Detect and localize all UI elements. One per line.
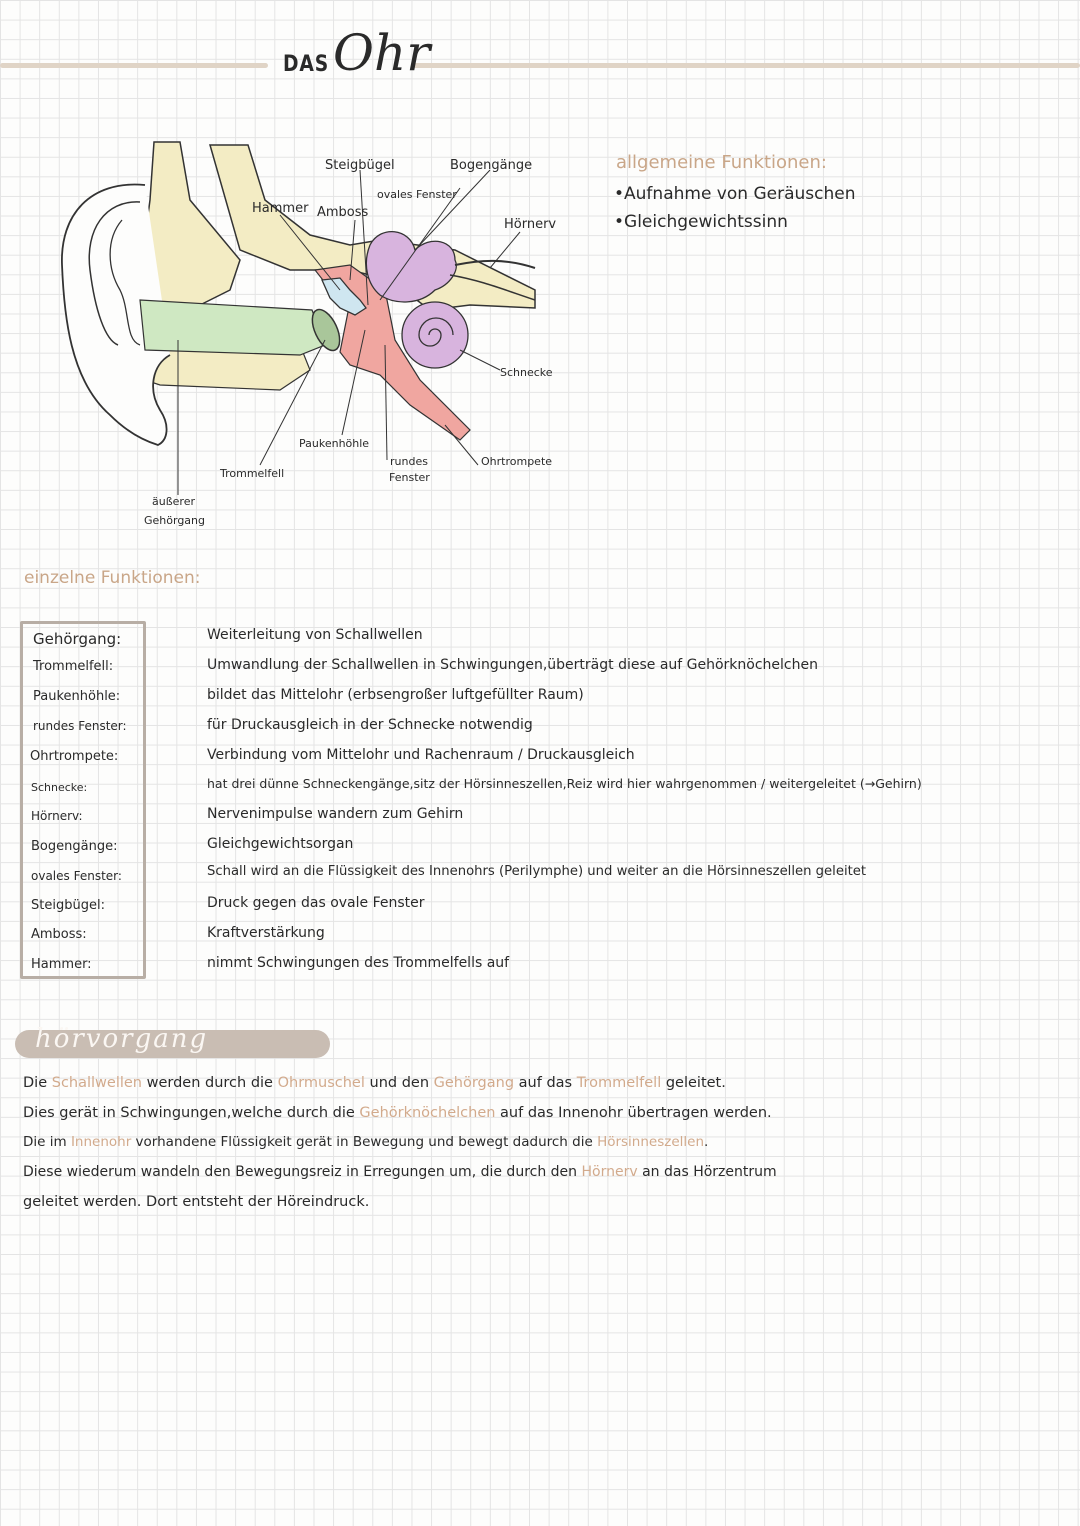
pointer-rundes-fenster	[384, 344, 388, 461]
hoervorgang-line: Dies gerät in Schwingungen,welche durch …	[23, 1105, 772, 1121]
desc-hammer: nimmt Schwingungen des Trommelfells auf	[207, 955, 510, 971]
general-function-item: •Gleichgewichtssinn	[614, 212, 788, 232]
paragraph-text: an das Hörzentrum	[637, 1164, 777, 1180]
cochlea-spiral	[418, 317, 454, 347]
hoervorgang-line: Die Schallwellen werden durch die Ohrmus…	[23, 1075, 726, 1091]
hoervorgang-line: Diese wiederum wandeln den Bewegungsreiz…	[23, 1164, 777, 1180]
highlighted-term: Ohrmuschel	[277, 1075, 365, 1091]
paragraph-text: auf das	[514, 1075, 577, 1091]
desc-ovales-fenster: Schall wird an die Flüssigkeit des Innen…	[207, 864, 867, 879]
label-bogengaenge: Bogengänge	[450, 158, 533, 173]
term-trommelfell: Trommelfell:	[33, 659, 114, 674]
general-functions-heading: allgemeine Funktionen:	[616, 152, 827, 173]
highlighted-term: Gehörknöchelchen	[359, 1105, 496, 1121]
highlighted-term: Hörsinneszellen	[597, 1134, 705, 1150]
term-hoernerv: Hörnerv:	[31, 809, 83, 823]
single-functions-heading: einzelne Funktionen:	[24, 568, 201, 588]
page-title: Ohr	[333, 24, 431, 82]
paragraph-text: Dies gerät in Schwingungen,welche durch …	[23, 1105, 360, 1121]
hoervorgang-heading-pill: hörvorgang	[15, 1024, 330, 1058]
terms-box: Gehörgang: Trommelfell: Paukenhöhle: run…	[20, 621, 146, 979]
pointer-bogengaenge	[414, 169, 491, 251]
title-prefix: DAS	[283, 52, 330, 77]
term-schnecke: Schnecke:	[31, 781, 88, 794]
desc-amboss: Kraftverstärkung	[207, 925, 325, 941]
highlighted-term: Hörnerv	[581, 1164, 638, 1180]
desc-ohrtrompete: Verbindung vom Mittelohr und Rachenraum …	[207, 747, 635, 763]
desc-hoernerv: Nervenimpulse wandern zum Gehirn	[207, 806, 464, 822]
desc-steigbuegel: Druck gegen das ovale Fenster	[207, 895, 425, 911]
pointer-amboss	[349, 219, 356, 281]
label-fenster: Fenster	[389, 471, 430, 484]
hoervorgang-line: Die im Innenohr vorhandene Flüssigkeit g…	[23, 1134, 708, 1150]
pointer-ohrtrompete	[444, 424, 479, 466]
label-ovales-fenster: ovales Fenster	[377, 188, 457, 201]
label-hoernerv: Hörnerv	[504, 217, 557, 232]
ossicles	[321, 277, 367, 316]
desc-gehoergang: Weiterleitung von Schallwellen	[207, 627, 423, 643]
title-line-left	[0, 63, 268, 68]
term-ohrtrompete: Ohrtrompete:	[30, 749, 119, 764]
semicircular-canals	[365, 230, 457, 303]
paragraph-text: Die	[23, 1075, 52, 1091]
paragraph-text: .	[704, 1134, 709, 1150]
pointer-paukenhoehle	[341, 329, 366, 436]
auditory-nerve	[454, 259, 536, 269]
label-amboss: Amboss	[317, 205, 369, 220]
paragraph-text: Diese wiederum wandeln den Bewegungsreiz…	[23, 1164, 582, 1180]
pointer-hoernerv	[489, 231, 521, 269]
label-gehoergang: Gehörgang	[144, 514, 205, 527]
hoervorgang-heading: hörvorgang	[35, 1024, 209, 1054]
term-paukenhoehle: Paukenhöhle:	[33, 689, 121, 704]
eardrum	[311, 308, 341, 352]
pointer-trommelfell	[259, 339, 326, 466]
paragraph-text: geleitet werden. Dort entsteht der Hörei…	[23, 1194, 370, 1210]
general-function-item: •Aufnahme von Geräuschen	[614, 184, 856, 204]
label-trommelfell: Trommelfell	[220, 467, 285, 480]
pointer-hammer	[279, 214, 341, 291]
pointer-steigbuegel	[359, 169, 369, 306]
term-hammer: Hammer:	[31, 957, 92, 972]
desc-bogengaenge: Gleichgewichtsorgan	[207, 836, 354, 852]
term-gehoergang: Gehörgang:	[33, 630, 122, 648]
label-steigbuegel: Steigbügel	[325, 158, 395, 173]
term-bogengaenge: Bogengänge:	[31, 839, 118, 854]
paragraph-text: werden durch die	[142, 1075, 278, 1091]
auditory-nerve-lower	[449, 274, 536, 301]
highlighted-term: Trommelfell	[576, 1075, 662, 1091]
term-steigbuegel: Steigbügel:	[31, 898, 105, 913]
label-paukenhoehle: Paukenhöhle	[299, 437, 370, 450]
highlighted-term: Schallwellen	[51, 1075, 142, 1091]
term-ovales-fenster: ovales Fenster:	[31, 869, 122, 883]
paragraph-text: auf das Innenohr übertragen werden.	[495, 1105, 772, 1121]
highlighted-term: Innenohr	[70, 1134, 132, 1150]
pinna-fold	[109, 219, 141, 346]
title-line-right	[412, 63, 1080, 68]
label-ohrtrompete: Ohrtrompete	[481, 455, 553, 468]
highlighted-term: Gehörgang	[433, 1075, 515, 1091]
desc-schnecke: hat drei dünne Schneckengänge,sitz der H…	[207, 776, 922, 791]
desc-rundes-fenster: für Druckausgleich in der Schnecke notwe…	[207, 717, 533, 733]
ear-canal	[139, 299, 326, 356]
desc-trommelfell: Umwandlung der Schallwellen in Schwingun…	[207, 657, 818, 673]
desc-paukenhoehle: bildet das Mittelohr (erbsengroßer luftg…	[207, 687, 584, 703]
label-schnecke: Schnecke	[500, 366, 553, 379]
ear-diagram	[61, 141, 536, 495]
label-aeusserer: äußerer	[152, 495, 195, 508]
term-amboss: Amboss:	[31, 927, 87, 942]
term-rundes-fenster: rundes Fenster:	[33, 719, 127, 733]
paragraph-text: geleitet.	[661, 1075, 726, 1091]
label-hammer: Hammer	[252, 201, 309, 216]
cochlea	[401, 301, 469, 369]
pinna-inner	[88, 201, 141, 346]
paragraph-text: Die im	[23, 1134, 71, 1150]
paragraph-text: und den	[364, 1075, 434, 1091]
pointer-schnecke	[459, 349, 501, 371]
hoervorgang-line: geleitet werden. Dort entsteht der Hörei…	[23, 1194, 369, 1210]
paragraph-text: vorhandene Flüssigkeit gerät in Bewegung…	[131, 1134, 598, 1150]
label-rundes: rundes	[390, 455, 428, 468]
